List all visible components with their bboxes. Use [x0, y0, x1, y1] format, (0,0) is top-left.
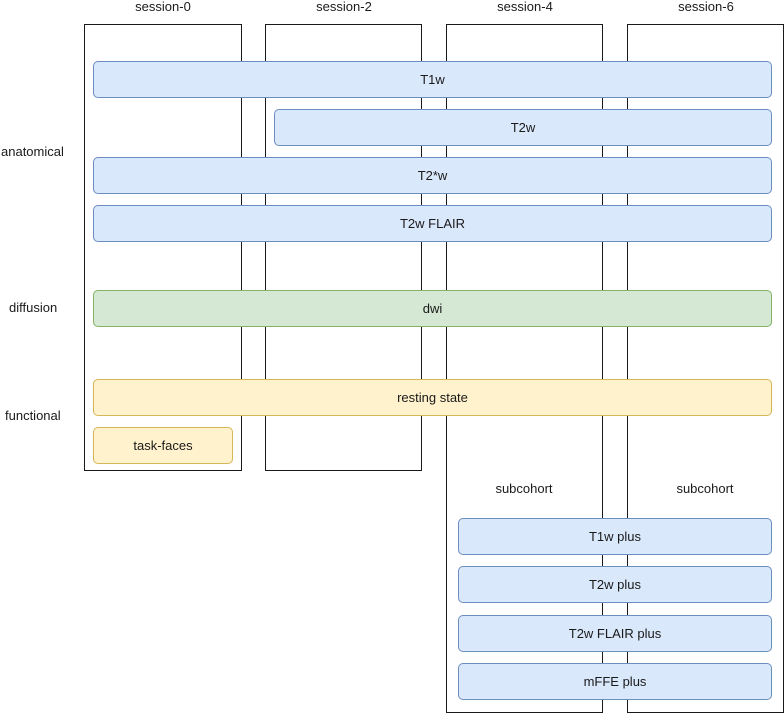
subcohort-label-session-4: subcohort	[495, 481, 553, 496]
t1w-bar: T1w	[93, 61, 772, 98]
diffusion-label: diffusion	[9, 300, 58, 315]
session-4-header: session-4	[497, 0, 553, 14]
t1w-plus-bar: T1w plus	[458, 518, 772, 555]
resting-state-bar: resting state	[93, 379, 772, 416]
dwi-bar: dwi	[93, 290, 772, 327]
functional-label: functional	[5, 408, 61, 423]
session-0-header: session-0	[135, 0, 191, 14]
session-2-header: session-2	[316, 0, 372, 14]
anatomical-label: anatomical	[1, 144, 64, 159]
session-6-header: session-6	[678, 0, 734, 14]
session-0-column	[84, 24, 242, 471]
t2w-flair-bar: T2w FLAIR	[93, 205, 772, 242]
t2w-plus-bar: T2w plus	[458, 566, 772, 603]
mffe-plus-bar: mFFE plus	[458, 663, 772, 700]
task-faces-bar: task-faces	[93, 427, 233, 464]
t2w-bar: T2w	[274, 109, 772, 146]
subcohort-label-session-6: subcohort	[676, 481, 734, 496]
t2star-w-bar: T2*w	[93, 157, 772, 194]
session-2-column	[265, 24, 422, 471]
t2w-flair-plus-bar: T2w FLAIR plus	[458, 615, 772, 652]
